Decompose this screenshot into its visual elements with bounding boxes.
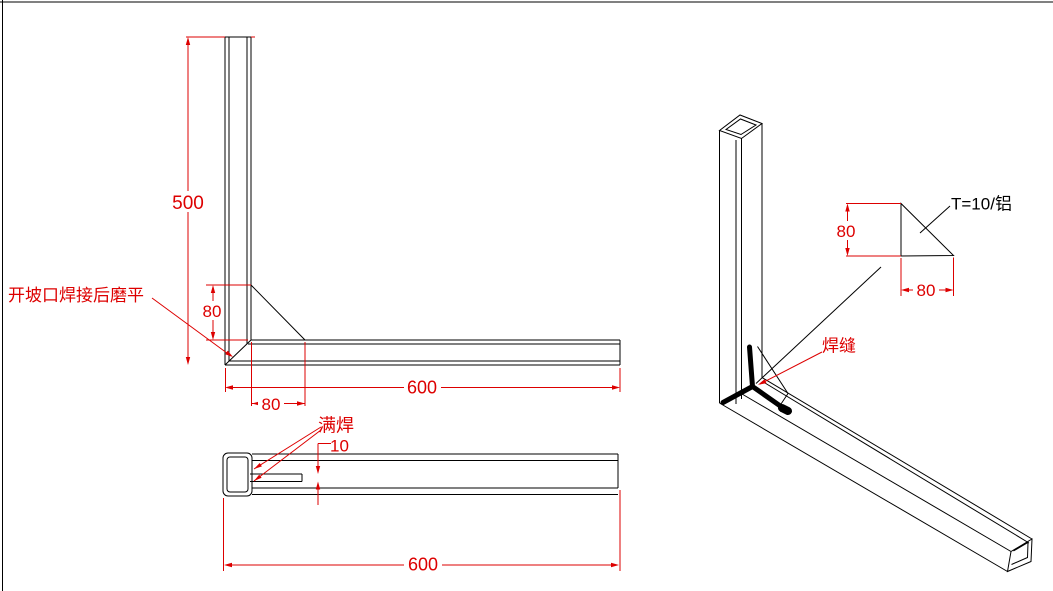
side-geometry-lines: [250, 453, 619, 495]
detail-80-vertical-label: 80: [837, 222, 856, 241]
full-weld-label: 满焊: [318, 416, 354, 436]
detail-view: 80 80 T=10/铝: [835, 195, 1012, 300]
weld-seam-leader-arrow: [758, 379, 767, 385]
material-note-label: T=10/铝: [951, 195, 1012, 214]
detail-80v-mask: [835, 221, 857, 240]
dim-500-mask: [175, 191, 201, 212]
front-geometry-lines: [224, 36, 621, 366]
dim-10-label: 10: [330, 437, 349, 456]
detail-80-horizontal-label: 80: [917, 281, 936, 300]
grind-note-label: 开坡口焊接后磨平: [8, 286, 144, 305]
dim-600-front-label: 600: [407, 378, 437, 398]
dim-80-vertical-label: 80: [203, 302, 222, 321]
dim-80v-mask: [201, 301, 223, 320]
front-dimension-lines: [151, 36, 621, 406]
side-view: 满焊 10 600: [222, 416, 621, 575]
weld-seam-label: 焊缝: [822, 337, 856, 356]
side-dimension-arrows: [224, 463, 619, 568]
iso-horizontal-tube: [719, 377, 1033, 573]
side-dimension-lines: [223, 426, 621, 571]
iso-vertical-tube: [718, 114, 764, 404]
dim-600-bottom-mask: [404, 555, 442, 573]
dim-600-bottom-label: 600: [408, 555, 438, 575]
dim-500-label: 500: [172, 193, 204, 214]
dim-600-front-mask: [404, 378, 441, 396]
tube-end-cap-inner: [226, 456, 249, 493]
detail-callout-leader: [755, 266, 882, 384]
front-view: 500 80 600 80 开坡口焊接后磨平: [8, 36, 621, 414]
detail-80h-mask: [913, 280, 939, 299]
iso-view: 焊缝: [718, 114, 1033, 573]
dim-80h-mask: [258, 394, 284, 412]
detail-gusset-triangle: [900, 202, 955, 257]
iso-weld-seam-blob: [778, 404, 792, 415]
weld-seam-leader: [759, 351, 823, 385]
material-note-leader: [919, 205, 951, 234]
iso-weld-seam-bead: [720, 344, 789, 413]
iso-gusset-edges: [757, 346, 789, 405]
dim-80-horizontal-label: 80: [262, 395, 281, 414]
